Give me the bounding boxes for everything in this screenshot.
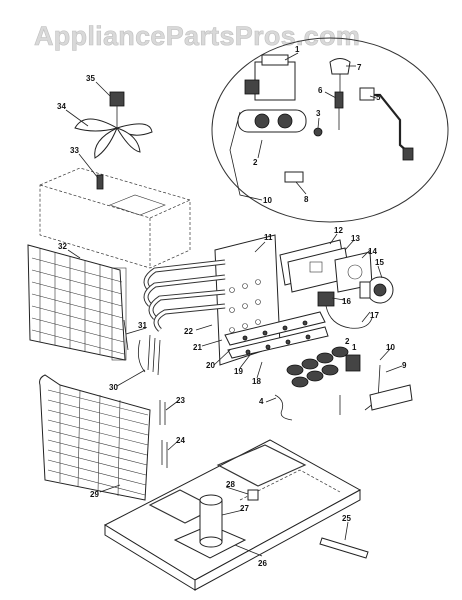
sensors-23-24	[159, 400, 168, 468]
callout-27: 27	[240, 504, 249, 513]
burner-box-panels	[279, 239, 373, 293]
callout-21: 21	[193, 343, 202, 352]
callout-7: 7	[357, 63, 362, 72]
callout-15: 15	[375, 258, 384, 267]
callout-1-lower: 1	[352, 343, 357, 352]
callout-31: 31	[138, 321, 147, 330]
inducer-blower	[359, 276, 394, 304]
inset-gas-valve-assembly	[211, 37, 449, 223]
callout-11: 11	[264, 233, 273, 242]
condenser-coil-left	[27, 244, 127, 361]
callout-1: 1	[295, 45, 300, 54]
base-pan	[103, 439, 362, 591]
callout-29: 29	[90, 490, 99, 499]
callout-12: 12	[334, 226, 343, 235]
compressor	[173, 489, 259, 559]
heat-exchanger	[143, 259, 226, 332]
callout-9: 9	[402, 361, 407, 370]
callout-2-lower: 2	[345, 337, 350, 346]
wire-harness	[123, 319, 161, 376]
fan-motor-and-blade	[74, 91, 153, 159]
burner-manifold	[224, 311, 329, 359]
leader-lines	[65, 52, 403, 557]
callout-34: 34	[57, 102, 66, 111]
callout-14: 14	[368, 247, 377, 256]
cabinet-top	[39, 167, 191, 269]
callout-33: 33	[70, 146, 79, 155]
callout-25: 25	[342, 514, 351, 523]
watermark-logo: AppliancePartsPros.com	[34, 21, 360, 51]
burners	[274, 346, 413, 421]
pressure-switch	[317, 291, 373, 329]
callout-30: 30	[109, 383, 118, 392]
callout-labels: 1 1 2 2 3 4 5 6 7 8 9 10 10 11 12 13 14 …	[57, 45, 407, 568]
callout-19: 19	[234, 367, 243, 376]
callout-13: 13	[351, 234, 360, 243]
callout-10: 10	[263, 196, 272, 205]
callout-10-lower: 10	[386, 343, 395, 352]
callout-18: 18	[252, 377, 261, 386]
callout-24: 24	[176, 436, 185, 445]
callout-3: 3	[316, 109, 321, 118]
callout-32: 32	[58, 242, 67, 251]
callout-35: 35	[86, 74, 95, 83]
callout-23: 23	[176, 396, 185, 405]
callout-22: 22	[184, 327, 193, 336]
evaporator-coil	[39, 374, 151, 501]
callout-17: 17	[370, 311, 379, 320]
callout-26: 26	[258, 559, 267, 568]
callout-5: 5	[376, 93, 381, 102]
callout-4: 4	[259, 397, 264, 406]
callout-20: 20	[206, 361, 215, 370]
callout-2: 2	[253, 158, 258, 167]
bracket-25	[319, 537, 369, 559]
callout-28: 28	[226, 480, 235, 489]
callout-6: 6	[318, 86, 323, 95]
callout-8: 8	[304, 195, 309, 204]
callout-16: 16	[342, 297, 351, 306]
